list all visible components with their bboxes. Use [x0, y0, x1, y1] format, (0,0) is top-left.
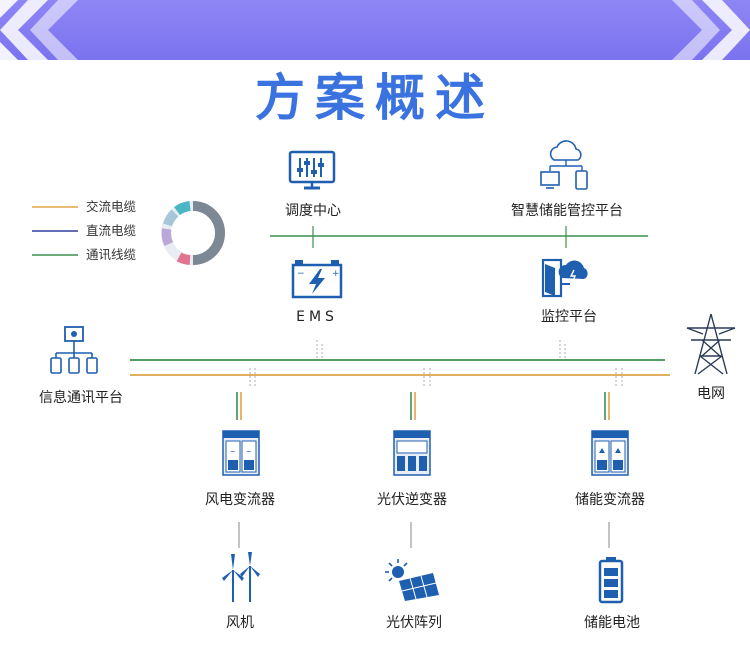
page-title: 方案概述	[255, 69, 495, 127]
info-platform-label: 信息通讯平台	[39, 390, 123, 406]
svg-text:~: ~	[246, 448, 252, 456]
solar-panel-icon	[385, 559, 439, 601]
cloud-door-icon	[541, 258, 588, 298]
pv-inverter-label: 光伏逆变器	[377, 492, 447, 508]
pv-inverter-drop	[410, 392, 416, 420]
cabinet-icon	[393, 430, 431, 476]
monitor-bus-arrows	[559, 340, 566, 358]
monitor-sliders-icon	[288, 150, 336, 190]
decorative-donut-icon	[161, 201, 225, 265]
svg-text:−: −	[297, 269, 305, 279]
svg-text:+: +	[332, 269, 340, 279]
legend-ac-label: 交流电缆	[86, 199, 137, 214]
storage-converter-drop	[604, 392, 610, 420]
cabinet-icon	[591, 430, 629, 476]
battery-bolt-icon: − +	[291, 260, 343, 299]
pv-array-label: 光伏阵列	[386, 615, 442, 631]
smart-platform-label: 智慧储能管控平台	[511, 203, 623, 219]
cloud-network-icon	[540, 140, 588, 190]
banner-chevrons	[0, 0, 750, 60]
wind-converter-label: 风电变流器	[205, 492, 275, 508]
legend-dc-label: 直流电缆	[86, 223, 137, 238]
legend-comm-label: 通讯线缆	[86, 247, 137, 262]
wind-converter-drop	[236, 392, 242, 420]
storage-battery-label: 储能电池	[584, 615, 640, 631]
storage-converter-label: 储能变流器	[575, 492, 645, 508]
ems-label: EMS	[296, 309, 338, 325]
dispatch-center-label: 调度中心	[285, 203, 341, 219]
wind-turbine-icon	[222, 552, 260, 602]
header-banner	[0, 0, 750, 60]
network-hierarchy-icon	[50, 326, 98, 374]
ems-bus-arrows	[316, 340, 323, 358]
grid-label: 电网	[697, 386, 725, 402]
monitor-platform-label: 监控平台	[541, 309, 597, 325]
svg-text:~: ~	[230, 448, 236, 456]
wind-turbine-label: 风机	[226, 615, 254, 631]
battery-icon	[598, 557, 624, 604]
cabinet-icon: ~~	[222, 430, 260, 476]
branch-arrows	[249, 368, 623, 388]
power-tower-icon	[686, 313, 736, 375]
